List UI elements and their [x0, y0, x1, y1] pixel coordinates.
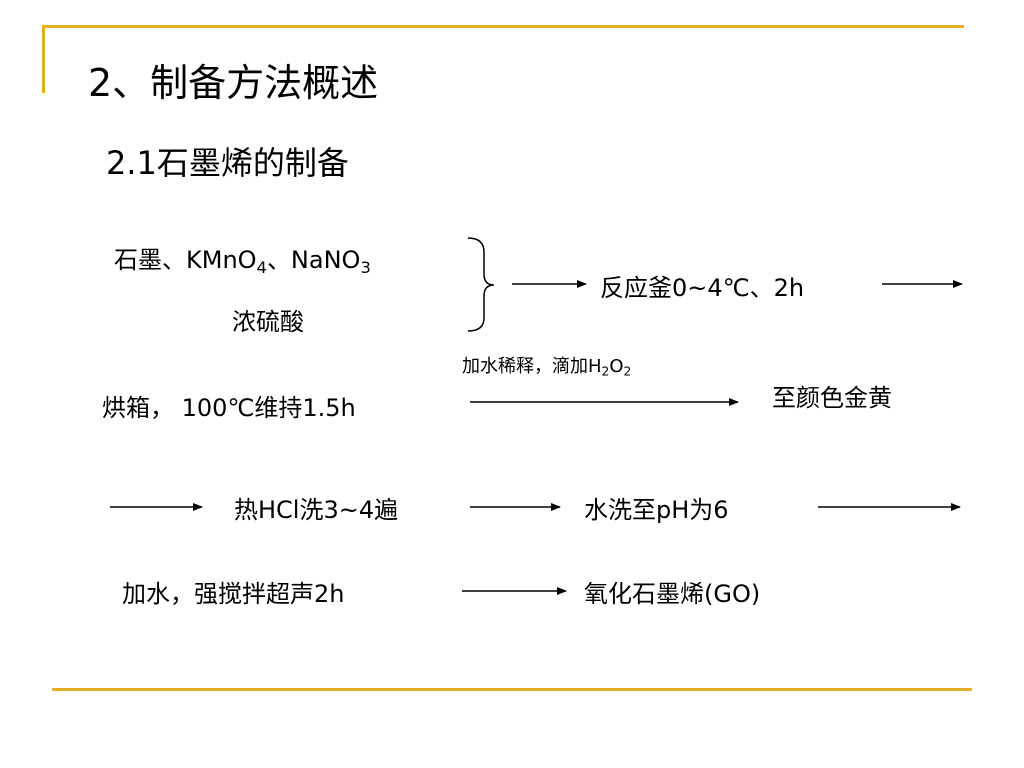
top-rule [42, 25, 964, 28]
reactants-subscript-2: 3 [360, 257, 371, 277]
left-rule [42, 25, 45, 93]
reactor-step: 反应釜0~4℃、2h [600, 274, 805, 302]
golden-result: 至颜色金黄 [772, 384, 892, 412]
oven-step: 烘箱， 100℃维持1.5h [102, 394, 356, 422]
ultrasound-step: 加水，强搅拌超声2h [122, 580, 345, 608]
product-go: 氧化石墨烯(GO) [584, 580, 761, 608]
dilution-subscript-1: 2 [601, 364, 610, 379]
hcl-wash-step: 热HCl洗3~4遍 [234, 496, 399, 524]
reactants-subscript-1: 4 [256, 257, 267, 277]
reactants-prefix: 石墨、KMnO [114, 246, 257, 274]
dilution-subscript-2: 2 [623, 364, 632, 379]
slide-title: 2、制备方法概述 [88, 61, 379, 105]
reactants-line1: 石墨、KMnO4、NaNO3 [114, 240, 371, 277]
dilution-middle: O [609, 356, 624, 377]
bottom-rule [52, 688, 972, 691]
water-wash-step: 水洗至pH为6 [584, 496, 729, 524]
dilution-note: 加水稀释，滴加H2O2 [462, 352, 631, 378]
reactants-line2: 浓硫酸 [232, 308, 304, 336]
reactants-brace [467, 237, 495, 332]
reactants-middle: 、NaNO [266, 246, 361, 274]
section-subtitle: 2.1石墨烯的制备 [106, 144, 349, 182]
dilution-prefix: 加水稀释，滴加H [462, 356, 602, 377]
